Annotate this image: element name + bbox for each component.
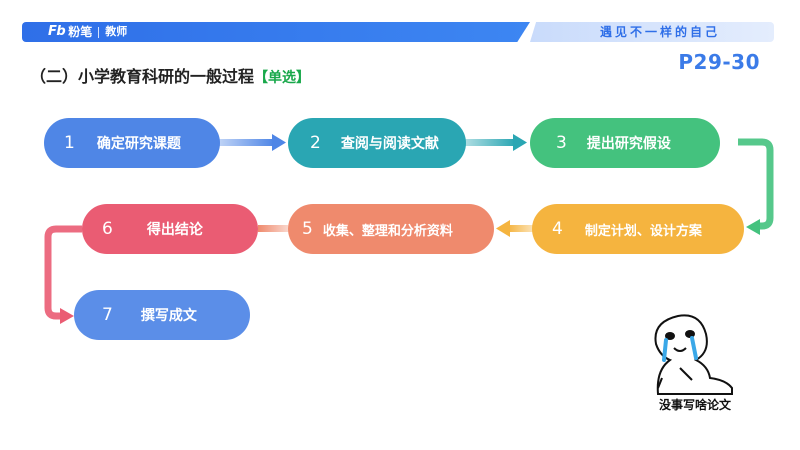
step-1-number: 1 <box>64 133 75 153</box>
step-4-number: 4 <box>552 219 563 239</box>
step-7-label: 撰写成文 <box>140 308 197 324</box>
step-5-number: 5 <box>302 219 313 239</box>
sticker-caption: 没事写啥论文 <box>658 398 731 412</box>
question-type-tag: 【单选】 <box>254 70 311 86</box>
step-6-number: 6 <box>102 219 113 239</box>
slogan-bar <box>530 22 774 42</box>
step-6-label: 得出结论 <box>146 222 203 238</box>
arrow-2-3 <box>463 134 527 151</box>
header-bar <box>22 22 530 42</box>
step-6: 6 得出结论 <box>82 204 258 254</box>
step-2: 2 查阅与阅读文献 <box>288 118 466 168</box>
arrow-5-6 <box>258 225 288 232</box>
page-reference: P29-30 <box>678 50 760 74</box>
arrow-6-7 <box>44 225 82 324</box>
step-1: 1 确定研究课题 <box>44 118 220 168</box>
step-4: 4 制定计划、设计方案 <box>532 204 744 254</box>
step-7-number: 7 <box>102 305 113 325</box>
slide-title: （二）小学教育科研的一般过程【单选】 <box>30 63 310 87</box>
brand-name: 粉笔 <box>68 25 93 39</box>
logo-divider <box>98 26 100 38</box>
step-7: 7 撰写成文 <box>74 290 250 340</box>
step-1-label: 确定研究课题 <box>96 136 181 152</box>
step-3-number: 3 <box>556 133 567 153</box>
step-2-number: 2 <box>310 133 321 153</box>
arrow-3-4 <box>738 138 774 235</box>
arrow-1-2 <box>218 134 286 151</box>
brand-mark: Fb <box>48 24 66 39</box>
step-4-label: 制定计划、设计方案 <box>584 223 702 239</box>
brand-role: 教师 <box>105 25 128 38</box>
arrow-4-5 <box>496 220 534 237</box>
step-5-label: 收集、整理和分析资料 <box>322 223 453 239</box>
crying-sticker-icon <box>654 314 733 395</box>
brand-logo: Fb 粉笔 教师 <box>48 24 127 40</box>
step-3-label: 提出研究假设 <box>586 136 671 152</box>
step-2-label: 查阅与阅读文献 <box>340 136 439 152</box>
slogan-text: 遇见不一样的自己 <box>600 25 721 39</box>
slide-title-text: （二）小学教育科研的一般过程 <box>30 67 255 86</box>
step-3: 3 提出研究假设 <box>530 118 720 168</box>
step-5: 5 收集、整理和分析资料 <box>288 204 494 254</box>
